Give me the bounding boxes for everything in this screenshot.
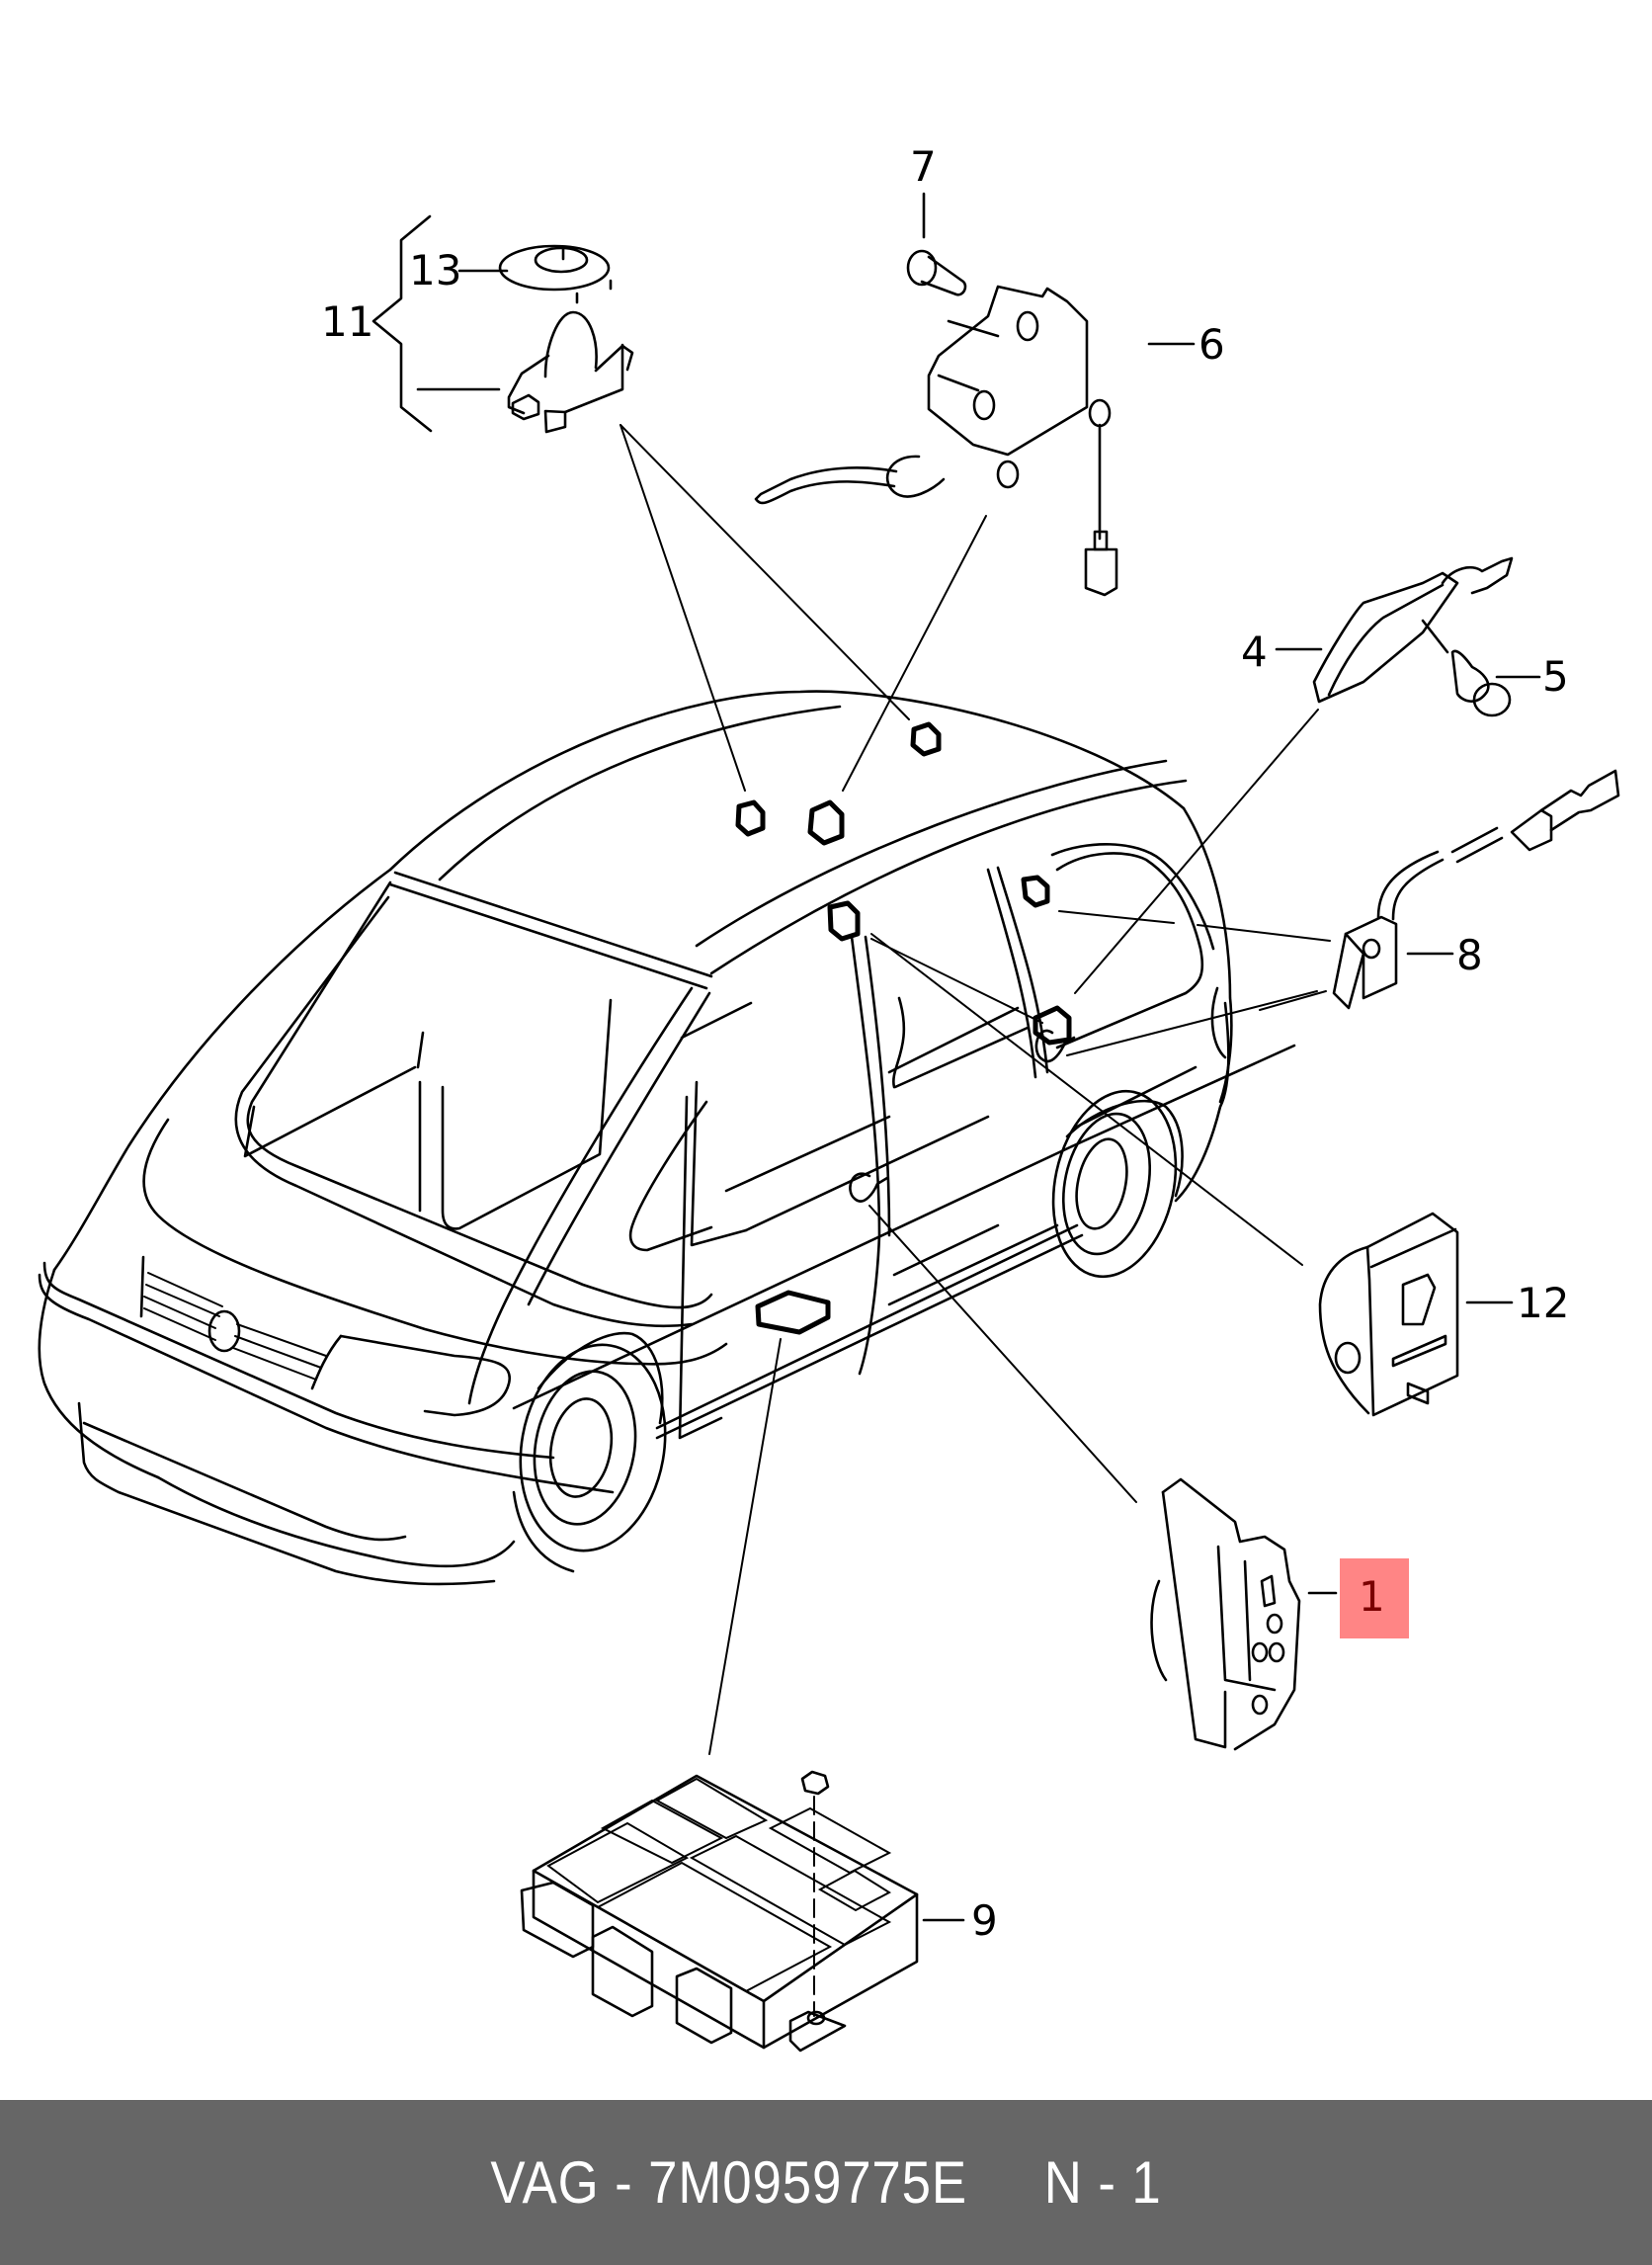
connector-markers <box>735 721 1072 1335</box>
hex-marker <box>755 1290 831 1335</box>
label-8: 8 <box>1456 931 1483 979</box>
part-8-micro-switch <box>1332 769 1620 1010</box>
hex-marker <box>807 799 845 846</box>
part-9-control-unit <box>520 1770 965 2053</box>
label-11: 11 <box>321 297 373 346</box>
part-6-actuator <box>754 192 1196 597</box>
label-13: 13 <box>409 246 461 294</box>
label-12: 12 <box>1517 1279 1569 1327</box>
callout-labels: 7 6 13 11 4 5 8 12 9 <box>321 142 1569 1945</box>
vehicle-outline <box>38 690 1296 1586</box>
part-12-switch-unit <box>1318 1212 1514 1417</box>
part-number-caption: VAG - 7M0959775E N - 1 <box>490 2149 1162 2216</box>
hex-marker <box>735 799 766 837</box>
leader-lines <box>620 424 1331 1755</box>
label-4: 4 <box>1241 628 1268 676</box>
label-9: 9 <box>971 1896 998 1945</box>
label-6: 6 <box>1198 320 1225 369</box>
label-5: 5 <box>1542 652 1569 701</box>
part-11-interior-light <box>372 214 634 434</box>
label-7: 7 <box>910 142 937 191</box>
footer-bar: VAG - 7M0959775E N - 1 <box>0 2100 1652 2265</box>
hex-marker <box>1021 875 1050 908</box>
part-4-switch <box>1275 556 1541 717</box>
highlighted-part-marker <box>1340 1558 1409 1638</box>
hex-marker <box>910 721 942 757</box>
part-1-door-lock <box>1150 1477 1338 1751</box>
hex-marker <box>827 900 861 942</box>
hex-marker <box>1032 1005 1072 1046</box>
parts-diagram: 7 6 13 11 4 5 8 12 9 <box>38 142 1620 2053</box>
